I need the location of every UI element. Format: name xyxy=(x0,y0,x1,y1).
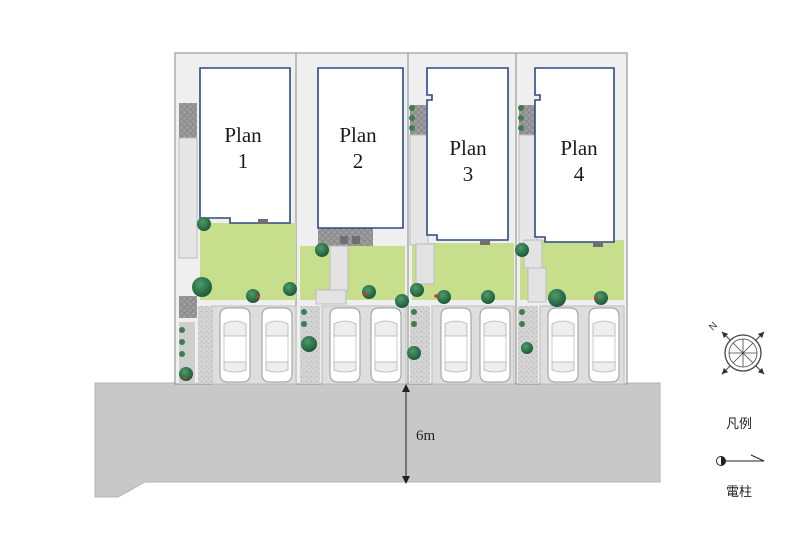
building-plan-3 xyxy=(426,67,509,241)
plan-3-title: Plan xyxy=(449,136,487,160)
shrubs xyxy=(179,105,525,357)
plan-2-number: 2 xyxy=(353,149,364,173)
flowers xyxy=(183,292,598,380)
building-plan-4 xyxy=(534,67,615,243)
plan-2-title: Plan xyxy=(339,123,377,147)
trees xyxy=(179,217,608,381)
road xyxy=(94,382,661,498)
road-width-dimension xyxy=(402,384,410,484)
compass-icon xyxy=(721,331,765,375)
legend-title: 凡例 xyxy=(726,417,752,432)
plan-4-title: Plan xyxy=(560,136,598,160)
plan-1-title: Plan xyxy=(224,123,262,147)
plan-labels: Plan 1 Plan 2 Plan 3 Plan 4 xyxy=(224,123,598,186)
plan-1-number: 1 xyxy=(238,149,249,173)
road-width-label: 6m xyxy=(416,428,436,444)
buildings xyxy=(199,67,615,243)
legend-utility-pole-label: 電柱 xyxy=(726,485,752,500)
compass-north-label: N xyxy=(707,320,720,333)
plan-3-number: 3 xyxy=(463,162,474,186)
utility-pole-icon xyxy=(716,454,765,466)
outdoor-units xyxy=(258,219,603,247)
building-plan-1 xyxy=(199,67,291,224)
paving-strips xyxy=(178,103,547,384)
plan-4-number: 4 xyxy=(574,162,585,186)
building-plan-2 xyxy=(317,67,404,229)
